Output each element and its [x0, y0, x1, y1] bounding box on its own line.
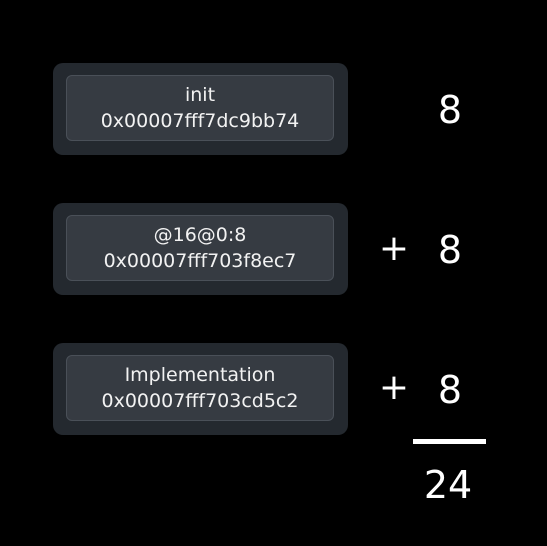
plus-sign: +	[378, 367, 410, 408]
method-card-types: @16@0:8 0x00007fff703f8ec7	[53, 203, 348, 295]
plus-sign: +	[378, 228, 410, 269]
method-card-inner: init 0x00007fff7dc9bb74	[66, 75, 334, 141]
total-value: 24	[423, 463, 473, 507]
method-card-implementation: Implementation 0x00007fff703cd5c2	[53, 343, 348, 435]
size-value-2: 8	[437, 228, 463, 272]
sum-divider	[413, 439, 486, 444]
method-card-inner: Implementation 0x00007fff703cd5c2	[66, 355, 334, 421]
method-address: 0x00007fff703cd5c2	[101, 390, 299, 412]
size-value-1: 8	[437, 88, 463, 132]
method-address: 0x00007fff703f8ec7	[103, 250, 297, 272]
method-address: 0x00007fff7dc9bb74	[100, 110, 300, 132]
method-card-init: init 0x00007fff7dc9bb74	[53, 63, 348, 155]
method-types: @16@0:8	[153, 224, 247, 246]
method-card-inner: @16@0:8 0x00007fff703f8ec7	[66, 215, 334, 281]
size-value-3: 8	[437, 368, 463, 412]
method-name: init	[184, 84, 216, 106]
method-implementation: Implementation	[124, 364, 276, 386]
